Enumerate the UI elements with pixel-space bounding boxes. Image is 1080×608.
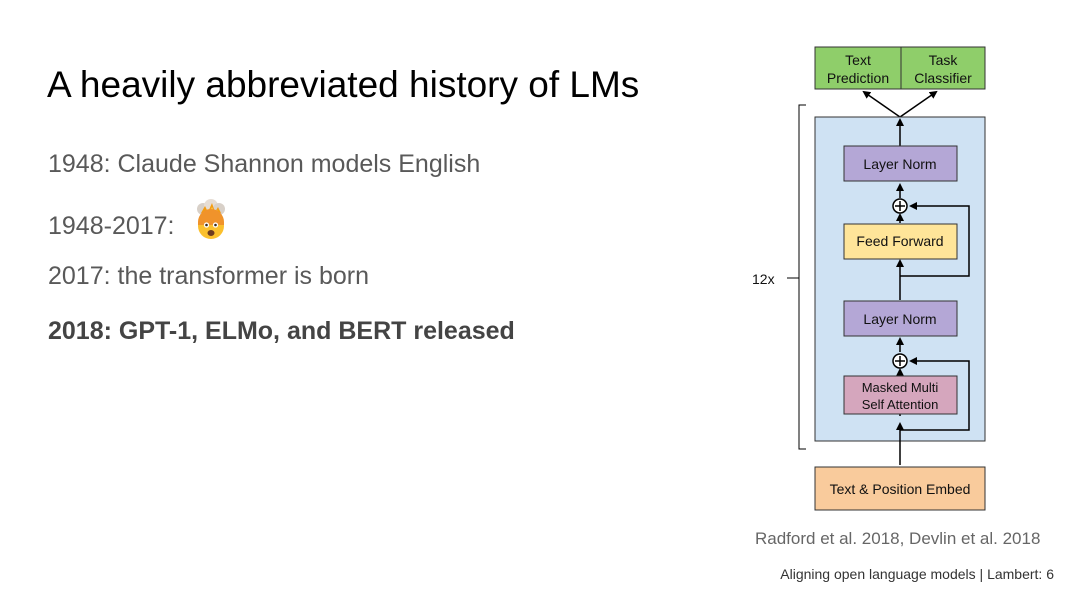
- history-item-1948-2017: 1948-2017:: [48, 199, 233, 249]
- add-circle-top: [892, 198, 908, 214]
- text-prediction-line2: Prediction: [827, 70, 889, 86]
- text-prediction-line1: Text: [845, 52, 871, 68]
- task-classifier-line1: Task: [929, 52, 959, 68]
- history-item-1948: 1948: Claude Shannon models English: [48, 150, 481, 178]
- exploding-head-icon: [189, 198, 233, 249]
- citation: Radford et al. 2018, Devlin et al. 2018: [755, 529, 1041, 548]
- layer-norm-top-box: [843, 145, 958, 182]
- add-circle-bottom: [892, 353, 908, 369]
- layer-norm-bottom-box: [843, 300, 958, 337]
- text-position-embed-label: Text & Position Embed: [830, 481, 971, 497]
- history-item-2018: 2018: GPT-1, ELMo, and BERT released: [48, 317, 515, 345]
- masked-self-attention-line2: Self Attention: [862, 397, 939, 412]
- feed-forward-label: Feed Forward: [856, 233, 943, 249]
- task-classifier-box: [900, 46, 986, 90]
- feed-forward-box: [843, 223, 958, 260]
- text-position-embed-box: [814, 466, 986, 511]
- arrow-to-classifier: [899, 90, 938, 118]
- task-classifier-line2: Classifier: [914, 70, 972, 86]
- repeat-bracket: [798, 104, 806, 450]
- slide-footer: Aligning open language models | Lambert:…: [780, 566, 1054, 582]
- masked-self-attention-line1: Masked Multi: [862, 380, 939, 395]
- residual-connection-feedforward: [900, 202, 970, 277]
- layer-norm-top-label: Layer Norm: [863, 156, 936, 172]
- slide-title: A heavily abbreviated history of LMs: [47, 64, 640, 105]
- transformer-diagram: Text Prediction Task Classifier 12x Laye…: [752, 46, 986, 511]
- residual-connection-attention: [900, 357, 970, 431]
- repeat-label: 12x: [752, 271, 775, 287]
- history-item-2017: 2017: the transformer is born: [48, 262, 369, 290]
- layer-norm-bottom-label: Layer Norm: [863, 311, 936, 327]
- masked-self-attention-box: [843, 375, 958, 415]
- arrow-to-prediction: [862, 90, 901, 118]
- history-item-1948-2017-label: 1948-2017:: [48, 212, 175, 241]
